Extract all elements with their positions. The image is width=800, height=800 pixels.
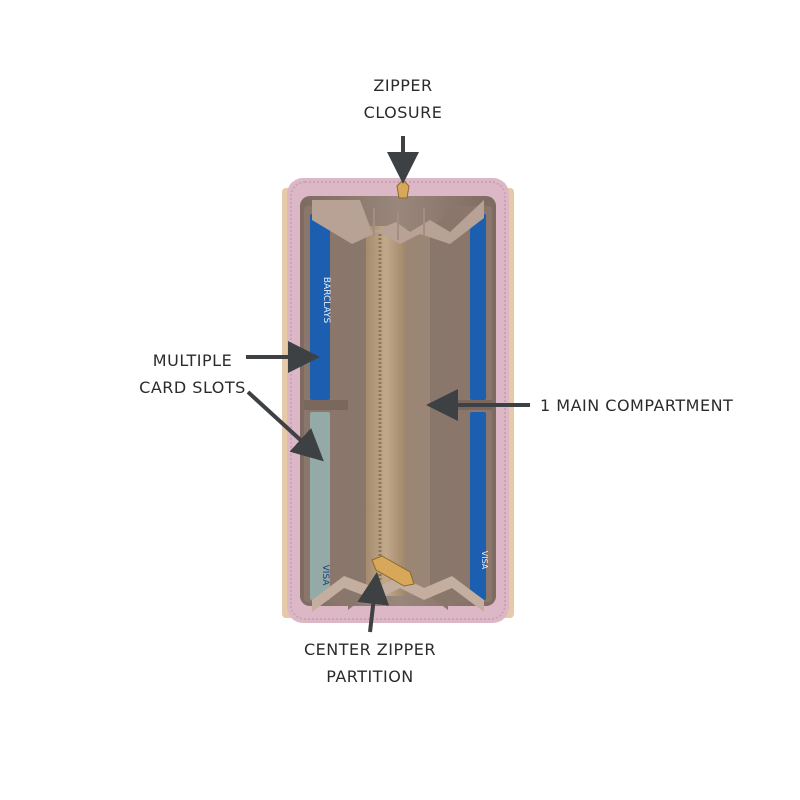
top-flap-folds — [373, 208, 425, 240]
callout-zipper-closure: ZIPPER CLOSURE — [340, 72, 466, 126]
wallet-photo: BARCLAYS VISA VISA — [282, 178, 514, 623]
left-card-stack: BARCLAYS VISA — [304, 206, 348, 602]
callout-arrows — [246, 136, 530, 633]
arrow-center-zipper — [357, 572, 390, 633]
card-brand-visa-left: VISA — [320, 565, 330, 587]
callout-zipper-closure-line2: CLOSURE — [363, 103, 443, 122]
inner-pocket-right — [430, 212, 448, 610]
callout-card-slots-line2: CARD SLOTS — [139, 378, 246, 397]
zipper-pull-center — [371, 555, 415, 587]
callout-main-compartment-line1: 1 MAIN COMPARTMENT — [540, 396, 734, 415]
bottom-flap — [312, 576, 484, 612]
center-zipper-partition — [366, 226, 406, 596]
card-slot-divider-left — [304, 400, 348, 410]
card-right-bottom — [470, 412, 486, 600]
callout-card-slots: MULTIPLE CARD SLOTS — [130, 347, 255, 401]
card-right-top — [470, 214, 486, 400]
callout-center-zipper-line1: CENTER ZIPPER — [303, 640, 437, 659]
card-brand-barclays: BARCLAYS — [321, 277, 331, 324]
callout-card-slots-line1: MULTIPLE — [152, 351, 233, 370]
callout-main-compartment: 1 MAIN COMPARTMENT — [540, 392, 733, 419]
top-flap — [312, 200, 484, 244]
arrow-card-slots-2 — [246, 390, 324, 462]
main-compartment-divider — [406, 232, 430, 596]
inner-pocket-left — [348, 212, 366, 610]
callout-zipper-closure-line1: ZIPPER — [373, 76, 433, 95]
card-brand-visa-right: VISA — [480, 551, 489, 570]
callout-center-zipper: CENTER ZIPPER PARTITION — [300, 636, 440, 690]
callout-center-zipper-line2: PARTITION — [326, 667, 414, 686]
